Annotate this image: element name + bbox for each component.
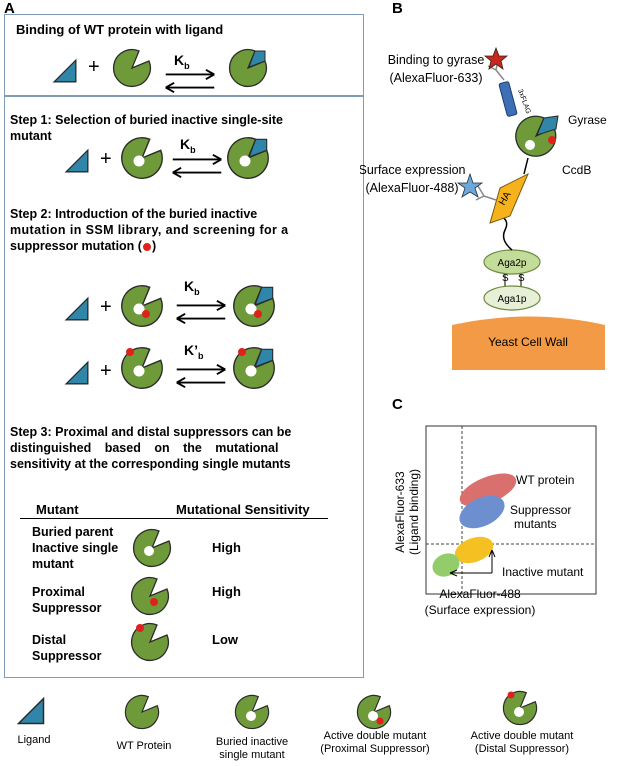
legend-proximal-label: Active double mutant(Proximal Suppressor…	[320, 730, 430, 755]
legend-distal-label: Active double mutant(Distal Suppressor)	[470, 730, 574, 755]
legend-distal-icon	[502, 690, 538, 726]
ha-tag-shape	[489, 172, 529, 224]
steps-box	[4, 96, 364, 678]
row1-mutant-icon	[132, 528, 172, 568]
bound-mutant-icon	[226, 136, 270, 180]
bound-distal-icon	[232, 346, 276, 390]
gyrase-ligand-shape	[536, 115, 559, 136]
row2-mutant-icon	[130, 576, 170, 616]
legend-proximal-icon	[356, 694, 392, 730]
surface-expression-label: Surface expression	[360, 163, 466, 177]
row1-sensitivity: High	[212, 540, 241, 555]
inactive-population	[454, 536, 494, 564]
kb-label: Kb	[184, 278, 200, 297]
plus-sign: +	[100, 360, 112, 382]
panel-label-c: C	[392, 396, 403, 413]
aga1p-label: Aga1p	[498, 294, 527, 305]
suppressor-label-2: mutants	[514, 517, 557, 531]
x-axis-label-1: AlexaFluor-488	[439, 587, 521, 601]
ccdb-label: CcdB	[562, 163, 591, 177]
row3-sensitivity: Low	[212, 632, 238, 647]
row2-sensitivity: High	[212, 584, 241, 599]
ligand-icon	[64, 360, 90, 386]
binding-title: Binding of WT protein with ligand	[16, 22, 224, 37]
ligand-icon	[52, 58, 78, 84]
bound-complex-icon	[228, 48, 268, 88]
ligand-icon	[64, 148, 90, 174]
plus-sign: +	[88, 56, 100, 78]
wt-population	[459, 473, 517, 507]
step1-text: Step 1: Selection of buried inactive sin…	[10, 113, 283, 143]
panel-label-a: A	[4, 0, 15, 17]
binding-to-gyrase-label: Binding to gyrase	[388, 53, 485, 67]
plus-sign: +	[100, 296, 112, 318]
alexafluor-488-star-icon	[456, 172, 484, 198]
aga1p-shape	[483, 285, 541, 311]
table-header-mutant: Mutant	[36, 502, 79, 517]
legend-wt-label: WT Protein	[116, 740, 172, 752]
table-header-sensitivity: Mutational Sensitivity	[176, 502, 310, 517]
legend-ligand-label: Ligand	[17, 734, 51, 746]
suppressor-population	[459, 495, 505, 529]
kb-label: Kb	[174, 52, 190, 71]
step3-text: Step 3: Proximal and distal suppressors …	[10, 425, 292, 471]
flag-label: 3xFLAG	[516, 88, 531, 115]
yeast-display-diagram: Yeast Cell Wall Aga1p S S Aga2p HA CcdB …	[360, 46, 607, 370]
distal-double-mutant-icon	[120, 346, 164, 390]
cell-wall-label: Yeast Cell Wall	[488, 335, 568, 349]
alexa488-label: (AlexaFluor-488)	[365, 181, 458, 195]
equilibrium-arrows	[172, 362, 230, 390]
legend-buried-mutant-icon	[234, 694, 270, 730]
equilibrium-arrows	[168, 152, 226, 180]
inactive-label: Inactive mutant	[502, 565, 584, 579]
row3-mutant-icon	[130, 622, 170, 662]
proximal-double-mutant-icon	[120, 284, 164, 328]
kprime-b-label: K’b	[184, 342, 204, 361]
suppressor-label-1: Suppressor	[510, 503, 571, 517]
cell-wall-shape	[452, 316, 605, 370]
kb-label: Kb	[180, 136, 196, 155]
alexafluor-633-star-icon	[483, 46, 509, 70]
binding-box	[4, 14, 364, 96]
x-axis-label-2: (Surface expression)	[425, 603, 536, 617]
buried-mutant-icon	[120, 136, 164, 180]
plus-sign: +	[100, 148, 112, 170]
table-divider	[20, 518, 328, 519]
aga2p-label: Aga2p	[498, 258, 527, 269]
flag-tag-shape	[498, 81, 518, 117]
ligand-icon	[64, 296, 90, 322]
panel-label-b: B	[392, 0, 403, 17]
alexa633-label: (AlexaFluor-633)	[389, 71, 482, 85]
background-population	[432, 553, 460, 577]
gyrase-label: Gyrase	[568, 113, 607, 127]
legend-ligand-icon	[16, 696, 46, 726]
y-axis-label-2: (Ligand binding)	[407, 469, 421, 555]
equilibrium-arrows	[172, 298, 230, 326]
wt-protein-icon	[112, 48, 152, 88]
wt-label: WT protein	[516, 473, 574, 487]
step2-text: Step 2: Introduction of the buried inact…	[10, 207, 289, 253]
y-axis-label-1: AlexaFluor-633	[393, 471, 407, 553]
legend-wt-protein-icon	[124, 694, 160, 730]
bound-proximal-icon	[232, 284, 276, 328]
equilibrium-arrows	[162, 67, 218, 95]
flow-cytometry-schematic: WT protein Suppressor mutants Inactive m…	[393, 425, 597, 617]
